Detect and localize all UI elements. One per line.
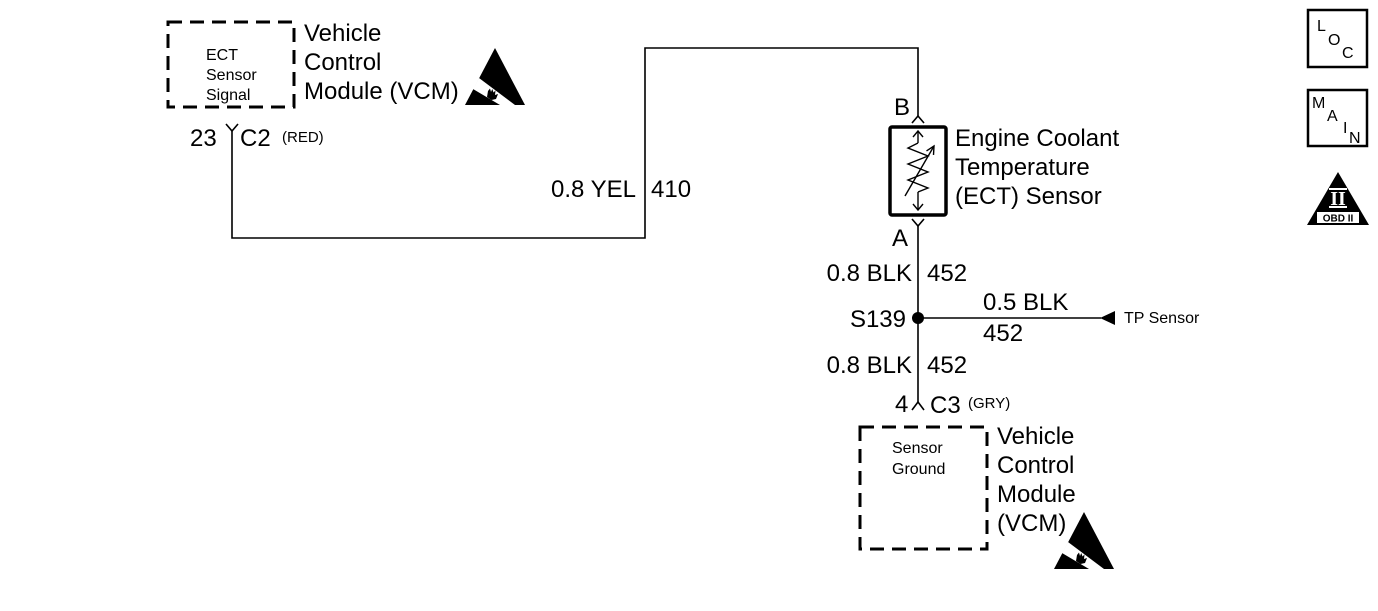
thermistor-icon	[904, 129, 935, 212]
vcm-bottom: Sensor Ground Vehicle Control Module (VC…	[858, 423, 1114, 569]
vcm-bottom-boundary	[858, 425, 989, 551]
arrow-left-icon	[1100, 311, 1115, 325]
main-icon-letter: A	[1327, 108, 1338, 125]
connector-c3-cavity: 4	[895, 391, 908, 418]
vcm-bottom-pin-function: Sensor	[892, 440, 943, 457]
vcm-bottom-name: Control	[997, 452, 1074, 479]
connector-c2-id: C2	[240, 125, 271, 152]
connector-c3: 4 C3 (GRY)	[895, 391, 1010, 419]
ect-sensor-body	[888, 125, 948, 217]
vcm-top-name: Vehicle	[304, 20, 381, 47]
main-icon-letter: M	[1312, 95, 1325, 112]
vcm-top-boundary	[166, 20, 296, 109]
wire-452-upper-circuit: 452	[927, 260, 967, 287]
obd-ii-icon: II OBD II	[1307, 172, 1369, 225]
connector-c3-id: C3	[930, 392, 961, 419]
wire-452: 0.8 BLK 452 S139 0.5 BLK 452 TP Sensor 0…	[827, 226, 1200, 402]
obd-ii-triangle	[1307, 172, 1369, 225]
wire-452-lower-size-color: 0.8 BLK	[827, 352, 912, 379]
vcm-top-name: Control	[304, 49, 381, 76]
vcm-top-pin-function: Sensor	[206, 67, 257, 84]
ect-terminal-a-label: A	[892, 225, 908, 252]
branch-circuit: 452	[983, 320, 1023, 347]
vcm-bottom-name: Module	[997, 481, 1076, 508]
connector-c3-symbol	[911, 400, 925, 411]
vcm-top-pin-function: Signal	[206, 87, 250, 104]
ect-sensor: B A Engine Coolant Temperature (ECT) Sen…	[888, 94, 1119, 252]
wire-452-upper-size-color: 0.8 BLK	[827, 260, 912, 287]
vcm-top-pin-function: ECT	[206, 47, 238, 64]
vcm-bottom-name: Vehicle	[997, 423, 1074, 450]
wire-452-lower-circuit: 452	[927, 352, 967, 379]
wire-410: 0.8 YEL 410	[231, 47, 919, 239]
connector-c3-color: (GRY)	[968, 395, 1010, 412]
main-icon-letter: N	[1349, 130, 1361, 147]
branch-destination: TP Sensor	[1124, 310, 1200, 327]
ect-terminal-b-label: B	[894, 94, 910, 121]
loc-icon[interactable]: L O C	[1306, 8, 1369, 69]
main-icon-letter: I	[1343, 120, 1347, 137]
vcm-top: ECT Sensor Signal Vehicle Control Module…	[166, 20, 525, 109]
wire-410-size-color: 0.8 YEL	[551, 176, 636, 203]
branch-size-color: 0.5 BLK	[983, 289, 1068, 316]
ect-sensor-name: (ECT) Sensor	[955, 183, 1102, 210]
obd-ii-numeral: II	[1330, 188, 1346, 210]
splice-id: S139	[850, 306, 906, 333]
main-icon-frame	[1306, 88, 1369, 148]
connector-c2: 23 C2 (RED)	[190, 123, 324, 152]
main-icon[interactable]: M A I N	[1306, 88, 1369, 148]
loc-icon-letter: O	[1328, 32, 1340, 49]
vcm-bottom-name: (VCM)	[997, 510, 1066, 537]
wire-410-circuit: 410	[651, 176, 691, 203]
ect-terminal-b-symbol	[911, 114, 925, 124]
loc-icon-letter: C	[1342, 45, 1354, 62]
ect-sensor-name: Temperature	[955, 154, 1090, 181]
vcm-bottom-pin-function: Ground	[892, 461, 945, 478]
obd-ii-caption-box	[1317, 212, 1359, 223]
obd-ii-caption: OBD II	[1323, 214, 1354, 225]
vcm-top-name: Module (VCM)	[304, 78, 459, 105]
ect-sensor-name: Engine Coolant	[955, 125, 1119, 152]
loc-icon-letter: L	[1317, 18, 1326, 35]
wire-410-path	[231, 47, 919, 239]
loc-icon-frame	[1306, 8, 1369, 69]
connector-c2-cavity: 23	[190, 125, 217, 152]
connector-c2-color: (RED)	[282, 129, 324, 146]
